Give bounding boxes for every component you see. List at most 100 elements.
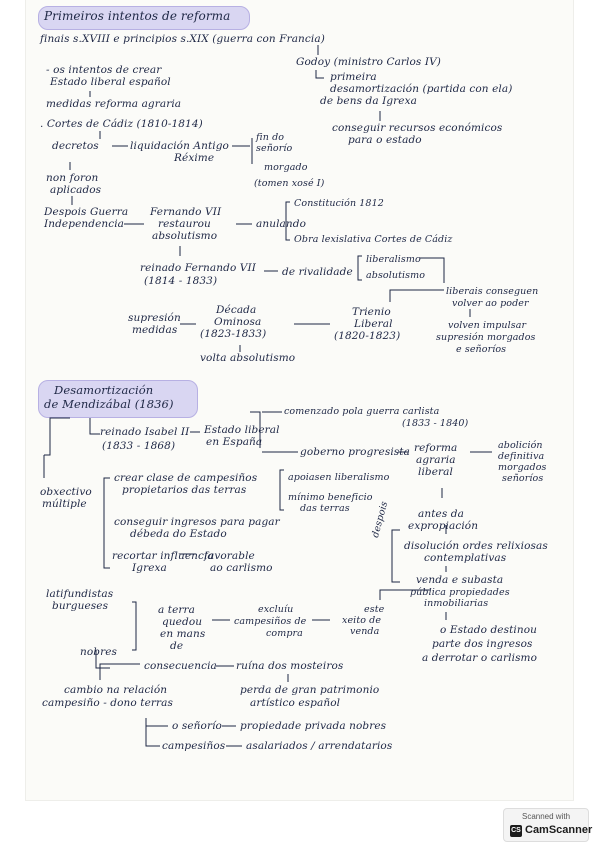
este-text: este (364, 604, 385, 615)
estado-destinou-text: a derrotar o carlismo (422, 652, 538, 664)
venda-text: venda e subasta (416, 574, 504, 586)
minimo-text: mínimo beneficio (288, 492, 373, 503)
despois-text: Independencia (44, 218, 125, 230)
favorable-text: favorable (204, 550, 255, 562)
nobres-text: nobres (80, 646, 118, 658)
medidas-text: medidas reforma agraria (46, 98, 182, 110)
este-text: xeito de (342, 615, 382, 626)
obxectivo-text: obxectivo (40, 486, 92, 498)
scanned-with-label: Scanned with (521, 812, 571, 821)
crear-text: propietarios das terras (122, 484, 247, 496)
terra-text: a terra (158, 604, 196, 616)
title-highlight (38, 6, 250, 30)
liberalismo-text: liberalismo (366, 254, 421, 265)
scanner-watermark: Scanned with CS CamScanner (503, 808, 593, 842)
consecuencia-text: consecuencia (144, 660, 217, 672)
cambio-text: campesiño - dono terras (42, 697, 173, 709)
camscanner-logo-icon: CS (510, 825, 522, 837)
reinado-text: reinado Fernando VII (140, 262, 256, 274)
goberno-text: goberno progresista (300, 446, 410, 458)
intentos-text: - os intentos de crear (46, 64, 162, 76)
cambio-text: cambio na relación (64, 684, 168, 696)
absolutismo-text: absolutismo (366, 270, 426, 281)
reforma-text: liberal (418, 466, 453, 478)
despois-text: Despois Guerra (44, 206, 129, 218)
constitucion-text: Constitución 1812 (294, 198, 384, 209)
reforma-text: agraria (416, 454, 456, 466)
este-text: venda (350, 626, 380, 637)
antes-text: expropiación (408, 520, 479, 532)
crear-text: crear clase de campesiños (114, 472, 258, 484)
reforma-text: reforma (414, 442, 458, 454)
favorable-text: ao carlismo (210, 562, 273, 574)
recortar-text: recortar influencia (112, 550, 214, 562)
excluiu-text: campesiños de (234, 616, 307, 627)
primeira-text: primeira (330, 71, 377, 83)
estado-destinou-text: parte dos ingresos (432, 638, 533, 650)
terra-text: quedou (162, 616, 203, 628)
latifundistas-text: burgueses (52, 600, 109, 612)
ingresos-text: débeda do Estado (130, 528, 227, 540)
estado-destinou-text: o Estado destinou (440, 624, 538, 636)
antes-text: antes da (418, 508, 464, 520)
non-foron-text: aplicados (50, 184, 102, 196)
liberais-text: volver ao poder (452, 298, 529, 309)
terra-text: en mans (160, 628, 206, 640)
supresion-text: medidas (132, 324, 178, 336)
rivalidade-text: de rivalidade (282, 266, 353, 278)
comenzado-text: comenzado pola guerra carlista (284, 406, 440, 417)
isabel-text: (1833 - 1868) (102, 440, 176, 452)
liquidacion-text: liquidación Antigo (130, 140, 229, 152)
perda-text: artístico español (250, 697, 341, 709)
anulando-text: anulando (256, 218, 307, 230)
godoy-text: Godoy (ministro Carlos IV) (296, 56, 441, 68)
recortar-text: Igrexa (132, 562, 167, 574)
abolicion-text: abolición (498, 440, 543, 451)
estado-liberal-text: en España (206, 436, 263, 448)
decada-text: (1823-1833) (200, 328, 267, 340)
volven-text: e señoríos (456, 344, 507, 355)
minimo-text: das terras (300, 503, 350, 514)
venda-text: pública propiedades (410, 587, 510, 598)
supresion-text: supresión (128, 312, 181, 324)
apoiasen-text: apoiasen liberalismo (288, 472, 390, 483)
ruina-text: ruína dos mosteiros (236, 660, 344, 672)
senorio-text: o señorío (172, 720, 222, 732)
primeira-text: de bens da Igrexa (320, 95, 417, 107)
volta-text: volta absolutismo (200, 352, 296, 364)
trienio-text: Trienio (352, 306, 391, 318)
fernando-text: absolutismo (152, 230, 218, 242)
reinado-text: (1814 - 1833) (144, 275, 218, 287)
fernando-text: restaurou (158, 218, 211, 230)
asalariados-text: asalariados / arrendatarios (246, 740, 393, 752)
decada-text: Ominosa (214, 316, 262, 328)
fernando-text: Fernando VII (150, 206, 222, 218)
abolicion-text: definitiva (498, 451, 545, 462)
isabel-text: reinado Isabel II (100, 426, 190, 438)
perda-text: perda de gran patrimonio (240, 684, 380, 696)
morgado-text: morgado (264, 162, 308, 173)
tomen-text: (tomen xosé I) (254, 178, 325, 189)
abolicion-text: señoríos (502, 473, 544, 484)
decada-text: Década (216, 304, 257, 316)
disolucion-text: contemplativas (424, 552, 507, 564)
intro-text: finais s.XVIII e principios s.XIX (guerr… (40, 33, 325, 45)
terra-text: de (170, 640, 184, 652)
excluiu-text: excluíu (258, 604, 294, 615)
fin-text: fin do (256, 132, 285, 143)
conseguir-text: conseguir recursos económicos (332, 122, 503, 134)
non-foron-text: non foron (46, 172, 99, 184)
campesinos-text: campesiños (162, 740, 226, 752)
trienio-text: Liberal (354, 318, 393, 330)
abolicion-text: morgados (498, 462, 547, 473)
scanner-brand: CamScanner (525, 824, 593, 836)
section2-title: de Mendizábal (1836) (44, 397, 174, 411)
intentos-text: Estado liberal español (50, 76, 171, 88)
comenzado-text: (1833 - 1840) (402, 418, 469, 429)
estado-liberal-text: Estado liberal (204, 424, 280, 436)
volven-text: volven impulsar (448, 320, 527, 331)
ingresos-text: conseguir ingresos para pagar (114, 516, 280, 528)
latifundistas-text: latifundistas (46, 588, 114, 600)
primeira-text: desamortización (partida con ela) (330, 83, 513, 95)
propiedade-text: propiedade privada nobres (240, 720, 387, 732)
